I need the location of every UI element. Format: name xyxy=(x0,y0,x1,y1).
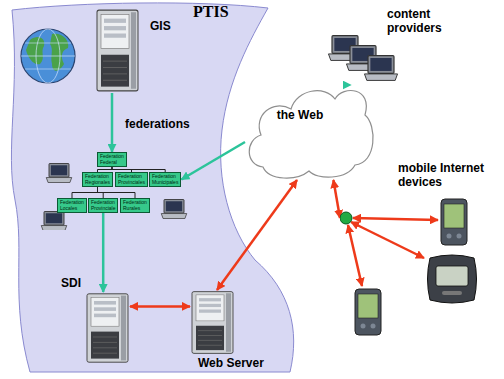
federation-box: Federation Provinciales xyxy=(115,172,148,187)
group-node: federationsFederation FederalFederation … xyxy=(40,115,200,230)
region-title: PTIS xyxy=(193,3,493,21)
box-label: Federation Provinciales xyxy=(118,174,145,185)
federation-box: Federation Federal xyxy=(97,152,127,167)
federation-box: Federation Regionales xyxy=(82,172,113,187)
server-node: Web Server xyxy=(190,290,235,355)
box-label: Federation Federal xyxy=(100,154,124,165)
connector-arrow xyxy=(111,93,114,152)
box-label: Federation Municipales xyxy=(152,174,178,185)
connector-arrow xyxy=(102,213,105,292)
box-label: Federation Regionales xyxy=(85,174,110,185)
server-icon xyxy=(85,292,130,364)
server-icon xyxy=(95,8,140,93)
tree-line xyxy=(98,187,136,198)
cloud-node: the Web xyxy=(245,85,375,180)
device-group-node: mobile Internet devices xyxy=(340,160,499,350)
connector-arrow xyxy=(130,305,190,308)
server-icon xyxy=(190,290,235,355)
region: PTISGISfederationsFederation FederalFede… xyxy=(0,0,300,379)
federation-box: Federation Municipales xyxy=(149,172,181,187)
cloud-label: the Web xyxy=(245,109,355,123)
server-node: SDI xyxy=(85,292,130,364)
group-label: content providers xyxy=(387,8,457,36)
cloud-shape xyxy=(245,85,375,180)
server-label: Web Server xyxy=(198,357,278,371)
box-label: Federation Rurales xyxy=(123,200,147,211)
federation-box: Federation Locales xyxy=(57,198,87,213)
client-group-node: content providers xyxy=(325,5,497,85)
tree-line xyxy=(72,187,98,198)
box-label: Federation Locales xyxy=(60,200,84,211)
connector-arrow xyxy=(217,180,297,290)
box-label: Federation Provinciale xyxy=(91,200,115,211)
federation-box: Federation Rurales xyxy=(120,198,150,213)
connector-arrow xyxy=(333,180,340,218)
server-node: GIS xyxy=(95,8,140,93)
group-label: mobile Internet devices xyxy=(398,162,496,190)
federation-box: Federation Provinciale xyxy=(88,198,118,213)
globe-icon xyxy=(21,29,75,83)
server-label: GIS xyxy=(150,20,195,34)
connector-arrow xyxy=(181,142,245,180)
server-label: SDI xyxy=(61,277,106,291)
